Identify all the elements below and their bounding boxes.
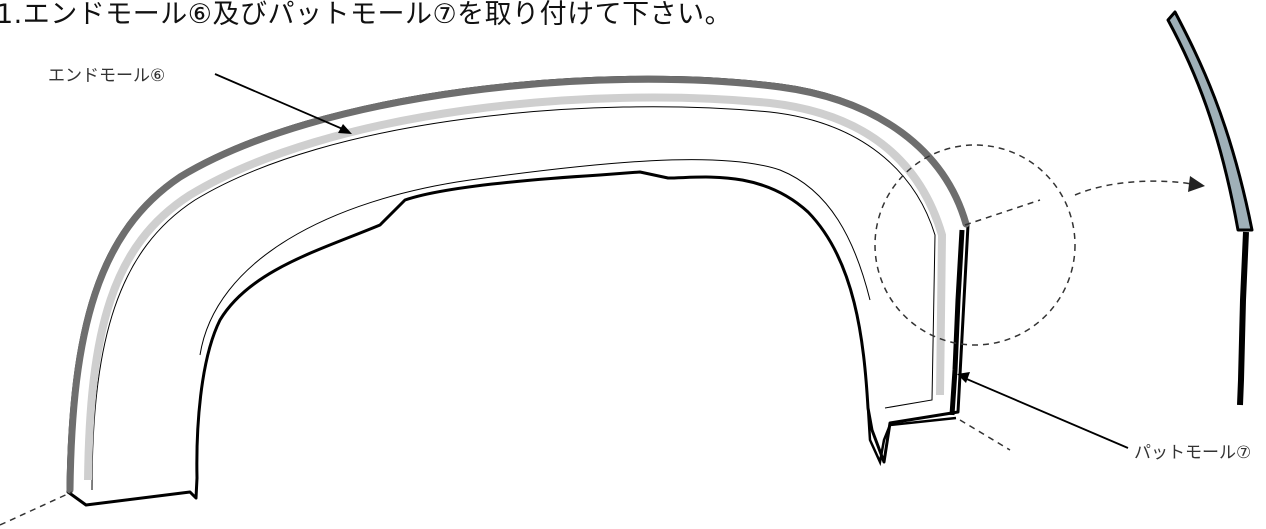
detail-end-mould (1166, 10, 1254, 232)
fender-flare-body (66, 75, 970, 507)
right-flange (866, 407, 957, 467)
detail-leader (964, 199, 1041, 226)
instruction-heading: 1.エンドモール⑥及びパットモール⑦を取り付けて下さい。 (0, 0, 733, 30)
pad-mould-leader (961, 376, 1129, 449)
inner-contour-line (91, 106, 936, 491)
end-mould-label: エンドモール⑥ (48, 66, 165, 86)
dashed-leader-right (959, 419, 1011, 451)
inner-arch-line (199, 159, 871, 356)
pad-mould-label: パットモール⑦ (1134, 443, 1251, 463)
end-mould-strip (66, 75, 970, 494)
end-mould-leader-head (338, 124, 352, 134)
pad-mould-strip (949, 229, 965, 416)
pad-mould-leader-head (957, 372, 970, 383)
inner-band (84, 93, 947, 481)
detail-arrowhead (1188, 176, 1205, 192)
detail-pad-mould (1237, 231, 1249, 406)
detail-circle (874, 144, 1076, 346)
end-mould-leader (214, 73, 346, 131)
dashed-leader-left (0, 491, 73, 526)
detail-arrow (1074, 180, 1199, 196)
